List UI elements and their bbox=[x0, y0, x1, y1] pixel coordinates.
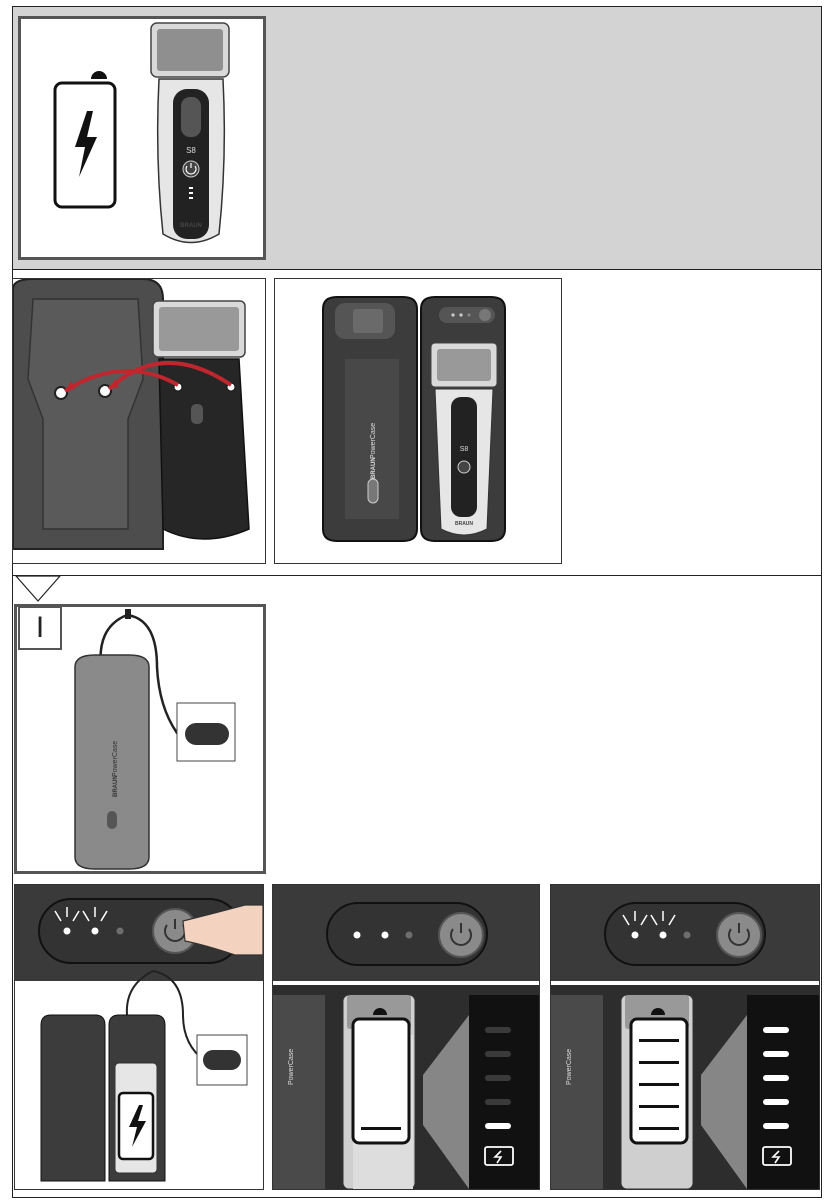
charge-full-illustration: PowerCase bbox=[551, 885, 819, 1189]
charging-battery-icon bbox=[484, 1146, 514, 1166]
charging-battery-icon bbox=[762, 1146, 792, 1166]
red-arrow-icon bbox=[107, 360, 233, 391]
section-divider bbox=[12, 575, 822, 576]
case-brand-text: BRAUN bbox=[113, 775, 119, 797]
red-arrow-icon bbox=[63, 368, 179, 393]
power-icon bbox=[185, 163, 197, 175]
led-indicator bbox=[631, 931, 639, 939]
lightning-battery-icon bbox=[53, 71, 117, 209]
press-button-illustration bbox=[15, 885, 263, 1182]
case-label-text: PowerCase bbox=[370, 423, 377, 459]
battery-level-icon bbox=[351, 1008, 411, 1145]
panel-charge-low: PowerCase bbox=[272, 884, 540, 1190]
led-indicator bbox=[63, 927, 71, 935]
panel-open-case: PowerCase BRAUN S8 BRAUN bbox=[274, 278, 562, 564]
led-indicator bbox=[405, 931, 413, 939]
led-indicator bbox=[683, 931, 691, 939]
led-indicator bbox=[116, 927, 124, 935]
led-indicator bbox=[91, 927, 99, 935]
power-icon bbox=[450, 923, 472, 946]
case-label-text: PowerCase bbox=[112, 741, 119, 777]
case-brand-text: BRAUN bbox=[371, 457, 377, 479]
power-icon bbox=[728, 923, 750, 946]
case-mounting-illustration bbox=[13, 279, 265, 563]
shaver-icon: S8 BRAUN bbox=[150, 22, 230, 244]
panel-case-mounting bbox=[12, 278, 266, 564]
panel-press-button bbox=[14, 884, 264, 1190]
charge-low-illustration: PowerCase bbox=[273, 885, 539, 1189]
battery-level-icon bbox=[629, 1008, 689, 1145]
shaver-brand: BRAUN bbox=[180, 223, 202, 229]
model-label: S8 bbox=[460, 446, 469, 453]
shaver-brand: BRAUN bbox=[455, 521, 473, 527]
model-label: S8 bbox=[186, 146, 196, 155]
panel-charge-full: PowerCase bbox=[550, 884, 820, 1190]
case-charging-illustration: PowerCase BRAUN bbox=[74, 609, 236, 870]
down-triangle-icon bbox=[14, 575, 62, 602]
panel-charging-shaver: S8 BRAUN bbox=[18, 16, 266, 260]
led-indicator bbox=[353, 931, 361, 939]
case-label-text: PowerCase bbox=[288, 1049, 295, 1085]
charging-shaver-illustration: S8 BRAUN bbox=[53, 22, 230, 244]
led-indicator bbox=[381, 931, 389, 939]
open-case-illustration: PowerCase BRAUN S8 BRAUN bbox=[322, 296, 506, 542]
finger-icon bbox=[182, 904, 263, 956]
led-indicator bbox=[659, 931, 667, 939]
case-label-text: PowerCase bbox=[566, 1049, 573, 1085]
step-badge: I bbox=[18, 606, 62, 650]
